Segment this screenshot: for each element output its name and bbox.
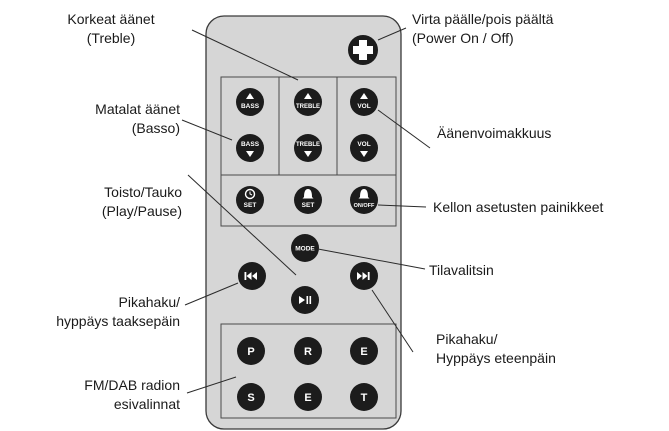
treble-up-button[interactable]: TREBLE — [294, 88, 322, 116]
callout-skip-forward: Pikahaku/ Hyppäys eteenpäin — [436, 330, 556, 368]
callout-play-pause-line2: (Play/Pause) — [101, 203, 182, 219]
preset-button-p[interactable]: P — [237, 337, 265, 365]
clock-set-button[interactable]: SET — [236, 186, 264, 214]
plus-icon — [353, 40, 373, 60]
leader-line-skip-back — [184, 282, 239, 306]
callout-skip-back: Pikahaku/ hyppäys taaksepäin — [4, 293, 180, 331]
clock-icon — [244, 188, 256, 200]
preset-button-s[interactable]: S — [237, 383, 265, 411]
callout-skip-back-line1: Pikahaku/ — [118, 294, 180, 310]
skip-back-button[interactable] — [238, 262, 266, 290]
skip-forward-icon — [357, 272, 370, 280]
leader-line-volume — [377, 109, 431, 149]
leader-line-mode — [317, 248, 426, 270]
bass-up-button[interactable]: BASS — [236, 88, 264, 116]
callout-skip-forward-line1: Pikahaku/ — [436, 331, 498, 347]
leader-line-presets — [186, 376, 237, 394]
alarm-set-button[interactable]: SET — [294, 186, 322, 214]
remote-body — [205, 15, 402, 430]
callout-power-line1: Virta päälle/pois päältä — [412, 11, 554, 27]
callout-play-pause-line1: Toisto/Tauko — [104, 184, 182, 200]
vol-down-button[interactable]: VOL — [350, 134, 378, 162]
arrow-down-icon — [246, 151, 254, 157]
callout-mode: Tilavalitsin — [429, 261, 494, 280]
bass-down-button[interactable]: BASS — [236, 134, 264, 162]
callout-play-pause: Toisto/Tauko (Play/Pause) — [30, 183, 182, 221]
callout-skip-back-line2: hyppäys taaksepäin — [56, 313, 180, 329]
callout-presets-line1: FM/DAB radion — [84, 377, 180, 393]
callout-power-line2: (Power On / Off) — [412, 30, 514, 46]
clock-set-label: SET — [244, 202, 257, 209]
callout-clock: Kellon asetusten painikkeet — [433, 198, 603, 217]
bass-down-label: BASS — [241, 141, 260, 148]
arrow-down-icon — [360, 151, 368, 157]
leader-line-play-pause — [187, 174, 297, 276]
arrow-up-icon — [360, 93, 368, 99]
treble-down-button[interactable]: TREBLE — [294, 134, 322, 162]
mode-label: MODE — [295, 246, 315, 253]
play-pause-icon — [299, 296, 312, 304]
presets-panel — [220, 323, 397, 419]
preset-label: E — [304, 392, 311, 404]
callout-bass: Matalat äänet (Basso) — [30, 100, 180, 138]
alarm-set-label: SET — [302, 202, 315, 209]
skip-back-icon — [244, 272, 257, 280]
clock-panel — [220, 174, 397, 227]
preset-label: R — [304, 346, 312, 358]
callout-presets-line2: esivalinnat — [113, 396, 180, 412]
callout-presets: FM/DAB radion esivalinnat — [30, 376, 180, 414]
preset-button-t[interactable]: T — [350, 383, 378, 411]
leader-line-bass — [181, 119, 233, 141]
preset-label: T — [361, 392, 368, 404]
leader-lines — [181, 27, 431, 394]
treble-down-label: TREBLE — [296, 142, 320, 148]
callout-volume-line1: Äänenvoimakkuus — [437, 125, 552, 141]
callout-treble-line2: (Treble) — [86, 30, 136, 46]
preset-button-e[interactable]: E — [350, 337, 378, 365]
preset-button-r[interactable]: R — [294, 337, 322, 365]
alarm-on-off-button[interactable]: ON/OFF — [350, 186, 378, 214]
skip-forward-button[interactable] — [350, 262, 378, 290]
callout-power: Virta päälle/pois päältä (Power On / Off… — [412, 10, 553, 48]
power-button[interactable] — [348, 35, 378, 65]
arrow-up-icon — [304, 93, 312, 99]
treble-up-label: TREBLE — [296, 104, 320, 110]
callout-treble-line1: Korkeat äänet — [67, 11, 155, 27]
bass-up-label: BASS — [241, 103, 260, 110]
callout-bass-line2: (Basso) — [131, 120, 180, 136]
callout-clock-line1: Kellon asetusten painikkeet — [433, 199, 604, 215]
preset-label: S — [247, 392, 254, 404]
callout-bass-line1: Matalat äänet — [95, 101, 180, 117]
preset-button-e2[interactable]: E — [294, 383, 322, 411]
leader-line-power — [377, 27, 407, 41]
play-pause-button[interactable] — [291, 286, 319, 314]
callout-volume: Äänenvoimakkuus — [437, 124, 551, 143]
arrow-down-icon — [304, 151, 312, 157]
leader-line-skip-forward — [371, 289, 414, 353]
callout-treble: Korkeat äänet (Treble) — [56, 10, 166, 48]
leader-line-treble — [191, 29, 299, 81]
preset-label: E — [360, 346, 367, 358]
vol-up-button[interactable]: VOL — [350, 88, 378, 116]
leader-line-clock — [377, 204, 427, 208]
bell-icon — [358, 189, 370, 199]
callout-skip-forward-line2: Hyppäys eteenpäin — [436, 350, 556, 366]
callout-mode-line1: Tilavalitsin — [429, 262, 494, 278]
mode-button[interactable]: MODE — [291, 234, 319, 262]
preset-label: P — [247, 346, 254, 358]
alarm-on-off-label: ON/OFF — [354, 203, 375, 209]
vol-up-label: VOL — [357, 103, 370, 110]
bell-icon — [302, 189, 314, 199]
arrow-up-icon — [246, 93, 254, 99]
vol-down-label: VOL — [357, 141, 370, 148]
